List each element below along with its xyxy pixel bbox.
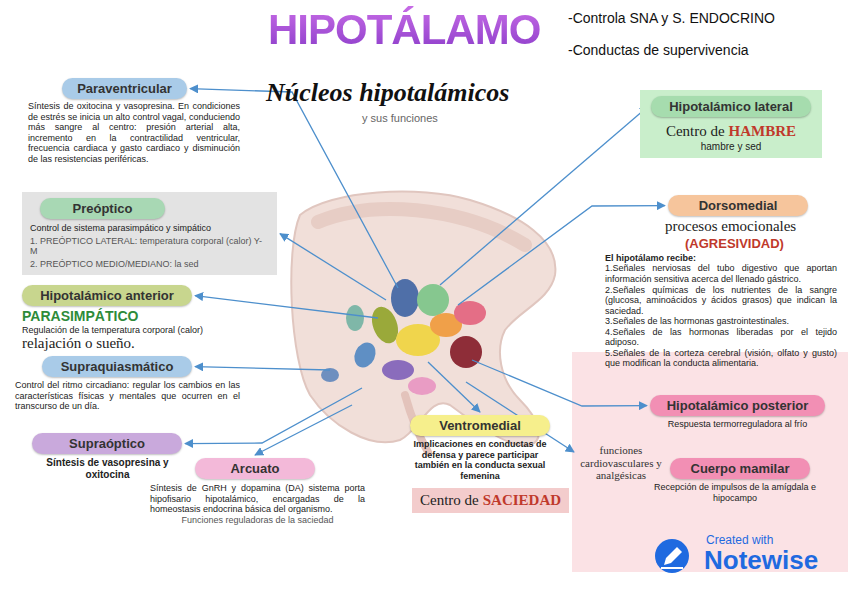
label-text: funciones cardiovasculares y analgésicas: [578, 444, 664, 482]
nucleus-box: ArcuatoSíntesis de GnRH y dopamina (DA) …: [150, 458, 365, 525]
description-text: Control del ritmo circadiano: regular lo…: [15, 380, 240, 412]
logo-underline: [661, 567, 683, 569]
label-text: y sus funciones: [362, 112, 438, 125]
logo-circle: [655, 539, 689, 573]
nucleus-box: ParaventricularSíntesis de oxitocina y v…: [28, 78, 240, 164]
description-text: Centro de: [420, 492, 479, 510]
brain-section: [291, 192, 555, 446]
nucleus-shape: [391, 279, 419, 317]
nucleus-box: VentromedialImplicaciones en conductas d…: [405, 415, 555, 481]
nucleus-box: SupraópticoSíntesis de vasopresina y oxi…: [30, 433, 185, 481]
nucleus-box: Dorsomedial procesos emocionales(AGRESIVI…: [605, 195, 837, 369]
pink-panel: [572, 352, 848, 572]
nucleus-name: Hipotalámico lateral: [651, 96, 811, 117]
description-text: (AGRESIVIDAD): [685, 236, 837, 251]
label-text: Notewise: [704, 546, 818, 576]
nucleus-box: PreópticoControl de sistema parasimpátic…: [22, 192, 277, 275]
nucleus-box: Cuerpo mamilarRecepción de impulsos de l…: [640, 458, 830, 503]
nucleus-shape: [382, 360, 414, 380]
leader-line: [280, 234, 386, 300]
description-text: procesos emocionales: [665, 218, 837, 236]
nucleus-name: Hipotalámico anterior: [22, 285, 192, 306]
label-text: -Conductas de supervivencia: [568, 42, 749, 58]
nucleus-name: Supraquiasmático: [42, 356, 192, 377]
nucleus-shape: [346, 305, 364, 331]
label-text: -Controla SNA y S. ENDOCRINO: [568, 10, 775, 26]
nucleus-box: Centro deSACIEDAD: [412, 488, 569, 513]
description-text: hambre y sed: [648, 141, 814, 153]
description-text: Centro de: [666, 123, 725, 141]
description-text: PARASIMPÁTICO: [22, 308, 257, 324]
logo-pencil: [664, 547, 682, 565]
description-text: 2.Señales químicas de los nutrientes de …: [605, 285, 837, 317]
leader-line: [195, 367, 330, 370]
nucleus-name: Cuerpo mamilar: [670, 458, 810, 479]
nucleus-name: Preóptico: [40, 198, 165, 219]
description-text: 1. PREÓPTICO LATERAL: temperatura corpor…: [30, 236, 269, 257]
description-text: Síntesis de oxitocina y vasopresina. En …: [28, 101, 240, 164]
nucleus-shape: [350, 339, 379, 371]
nucleus-name: Arcuato: [195, 458, 315, 479]
description-text: Regulación de la temperatura corporal (c…: [22, 325, 257, 336]
nucleus-box: Hipotalámico lateralCentro deHAMBREhambr…: [640, 90, 822, 158]
leader-line: [255, 405, 352, 455]
brain-fold: [318, 209, 525, 245]
description-text: Síntesis de vasopresina y oxitocina: [30, 457, 185, 480]
nucleus-box: Hipotalámico posteriorRespuesta termorre…: [645, 395, 830, 430]
description-text: Respuesta termorreguladora al frío: [645, 419, 830, 430]
description-text: Implicaciones en conductas de defensa y …: [405, 439, 555, 481]
title: HIPOTÁLAMO: [268, 6, 540, 54]
description-text: Funciones reguladoras de la saciedad: [150, 515, 365, 526]
nucleus-box: SupraquiasmáticoControl del ritmo circad…: [15, 356, 240, 412]
description-text: 4.Señales de las hormonas liberadas por …: [605, 327, 837, 348]
leader-line: [195, 296, 378, 318]
description-text: 2. PREÓPTICO MEDIO/MEDIANO: la sed: [30, 259, 269, 270]
description-text: El hipotálamo recibe:: [605, 253, 837, 264]
nucleus-name: Paraventricular: [62, 78, 187, 99]
description-text: 1.Señales nerviosas del tubo digestivo q…: [605, 263, 837, 284]
description-text: 3.Señales de las hormonas gastrointestin…: [605, 316, 837, 327]
description-text: Recepción de impulsos de la amígdala e h…: [640, 482, 830, 503]
leader-line: [428, 362, 480, 412]
nucleus-shape: [450, 336, 482, 368]
description-text: Control de sistema parasimpático y simpá…: [30, 223, 269, 234]
nucleus-name: Dorsomedial: [668, 195, 808, 216]
nucleus-box: Hipotalámico anteriorPARASIMPÁTICORegula…: [22, 285, 257, 353]
nucleus-name: Ventromedial: [410, 415, 550, 436]
description-text: Síntesis de GnRH y dopamina (DA) sistema…: [150, 483, 365, 515]
description-text: 5.Señales de la corteza cerebral (visión…: [605, 348, 837, 369]
description-text: HAMBRE: [729, 123, 797, 141]
description-text: relajación o sueño.: [22, 335, 257, 353]
nucleus-name: Hipotalámico posterior: [650, 395, 825, 416]
nucleus-name: Supraóptico: [32, 433, 182, 454]
label-text: Núcleos hipotalámicos: [266, 78, 509, 108]
description-text: SACIEDAD: [483, 492, 561, 510]
nucleus-shape: [417, 284, 449, 316]
nucleus-shape: [408, 377, 436, 395]
